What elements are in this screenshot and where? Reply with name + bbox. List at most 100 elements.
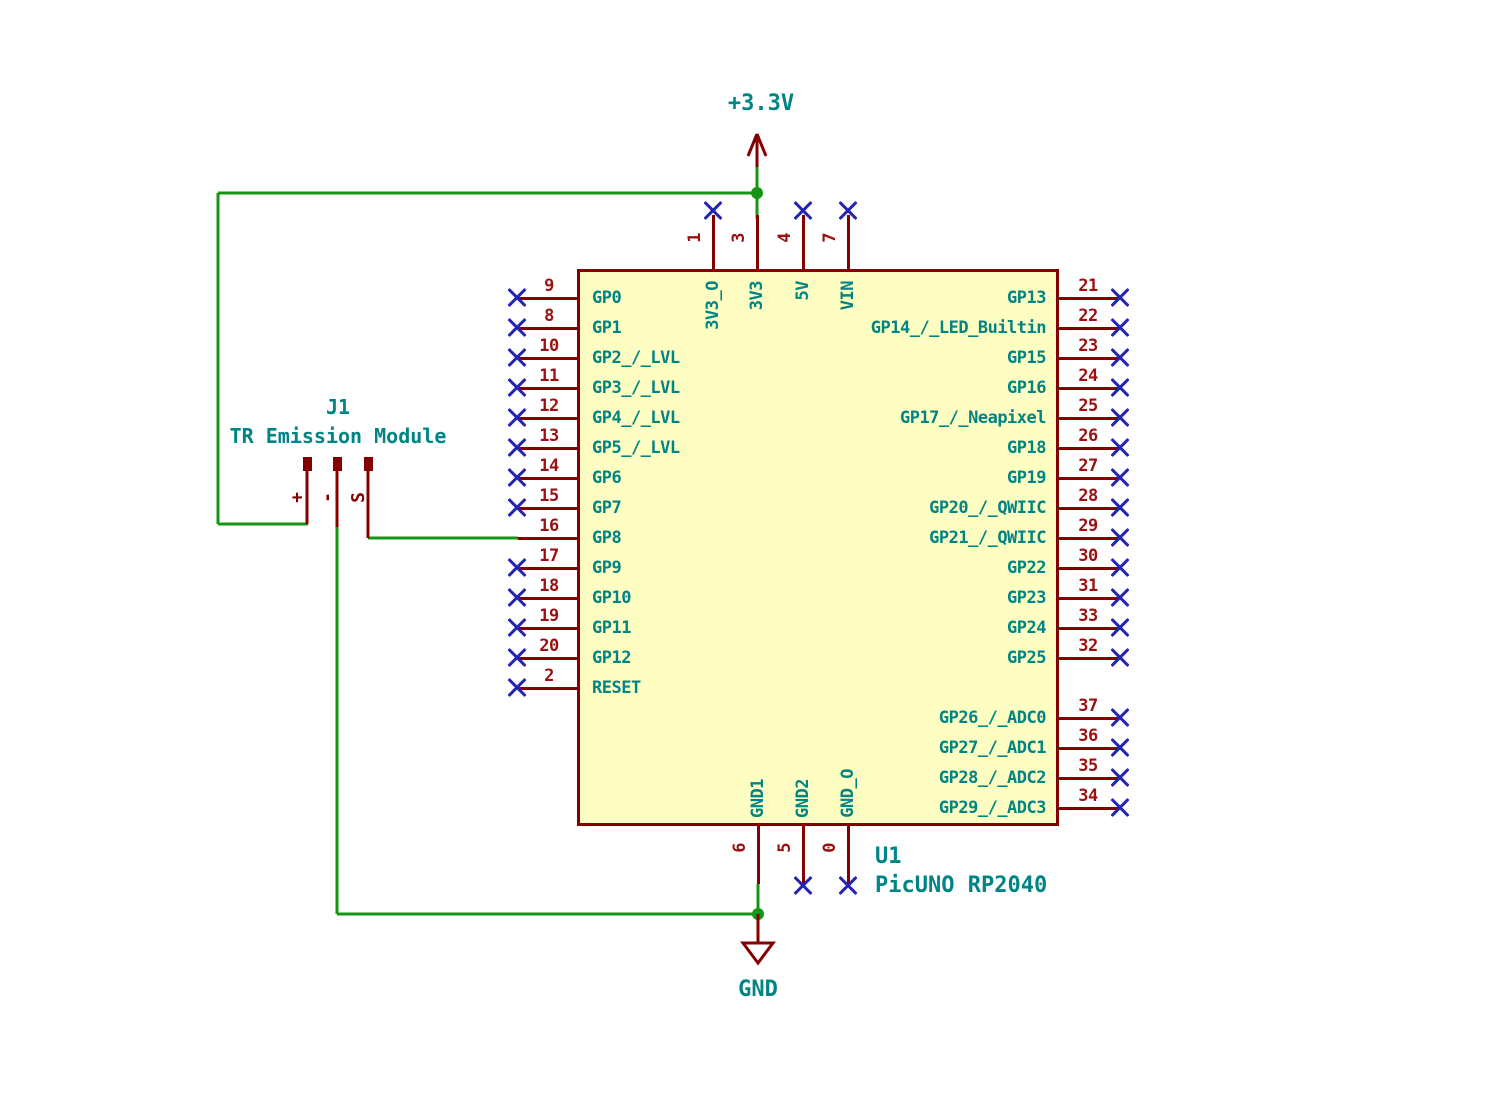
pin-stub[interactable] [518, 567, 578, 570]
ic-body[interactable] [577, 269, 1059, 826]
pin-name[interactable]: GP24 [1007, 618, 1046, 638]
pin-name[interactable]: GP8 [592, 528, 622, 548]
pin-stub[interactable] [1058, 627, 1118, 630]
pin-name[interactable]: GND1 [748, 779, 768, 818]
pin-name[interactable]: GP11 [592, 618, 631, 638]
pin-name[interactable]: 3V3 [747, 281, 767, 311]
connector-ref[interactable]: J1 [325, 395, 351, 419]
pin-stub[interactable] [847, 826, 850, 884]
pin-name[interactable]: 5V [793, 281, 813, 301]
pin-name[interactable]: GP26_/_ADC0 [938, 708, 1047, 728]
pin-name[interactable]: GND_O [838, 769, 858, 818]
pin-number: 7 [820, 233, 840, 243]
pin-name[interactable]: GP28_/_ADC2 [938, 768, 1047, 788]
pin-stub[interactable] [1058, 777, 1118, 780]
pin-name[interactable]: GP20_/_QWIIC [929, 498, 1046, 518]
pin-number: 31 [1078, 576, 1098, 596]
pin-name[interactable]: RESET [592, 678, 641, 698]
pin-name[interactable]: GP2_/_LVL [592, 348, 680, 368]
pin-name[interactable]: GP12 [592, 648, 631, 668]
pin-stub[interactable] [518, 687, 578, 690]
gnd-symbol[interactable] [740, 914, 776, 966]
pin-name[interactable]: GP10 [592, 588, 631, 608]
ic-value[interactable]: PicUNO RP2040 [875, 873, 1048, 898]
pin-name[interactable]: GP4_/_LVL [592, 408, 680, 428]
connector-value[interactable]: TR Emission Module [229, 424, 447, 448]
pin-stub[interactable] [1058, 387, 1118, 390]
pin-name[interactable]: GP23 [1007, 588, 1046, 608]
pin-name[interactable]: GP6 [592, 468, 622, 488]
no-connect-icon[interactable] [838, 201, 858, 221]
gnd-label: GND [738, 977, 778, 1002]
pin-stub[interactable] [518, 387, 578, 390]
pin-stub[interactable] [518, 597, 578, 600]
pin-stub[interactable] [1058, 717, 1118, 720]
connector-pin-label: - [317, 492, 338, 503]
pin-stub[interactable] [518, 477, 578, 480]
pin-stub[interactable] [518, 417, 578, 420]
pin-stub[interactable] [518, 357, 578, 360]
pin-stub[interactable] [802, 826, 805, 884]
connector-pins[interactable] [303, 457, 373, 538]
pin-stub[interactable] [1058, 477, 1118, 480]
pin-stub[interactable] [1058, 537, 1118, 540]
pin-stub[interactable] [1058, 807, 1118, 810]
pin-stub[interactable] [518, 447, 578, 450]
pin-stub[interactable] [1058, 597, 1118, 600]
pin-stub[interactable] [518, 297, 578, 300]
pin-stub[interactable] [1058, 747, 1118, 750]
ic-ref[interactable]: U1 [875, 844, 902, 869]
pin-name[interactable]: GP19 [1007, 468, 1046, 488]
pin-stub[interactable] [518, 627, 578, 630]
pin-stub[interactable] [518, 507, 578, 510]
pin-name[interactable]: GP5_/_LVL [592, 438, 680, 458]
pin-number: 3 [729, 233, 749, 243]
pin-number: 16 [539, 516, 559, 536]
pin-name[interactable]: GP9 [592, 558, 622, 578]
pin-name[interactable]: GP21_/_QWIIC [929, 528, 1046, 548]
pin-stub[interactable] [518, 537, 578, 540]
pin-name[interactable]: GP3_/_LVL [592, 378, 680, 398]
pin-stub[interactable] [712, 215, 715, 270]
pin-stub[interactable] [1058, 327, 1118, 330]
pin-name[interactable]: GP1 [592, 318, 622, 338]
no-connect-icon[interactable] [793, 876, 813, 896]
pin-number: 4 [775, 233, 795, 243]
pin-stub[interactable] [1058, 567, 1118, 570]
pin-number: 6 [730, 843, 750, 853]
pin-name[interactable]: 3V3_O [703, 281, 723, 330]
pin-name[interactable]: GP18 [1007, 438, 1046, 458]
pin-name[interactable]: GP13 [1007, 288, 1046, 308]
pin-stub[interactable] [757, 826, 760, 884]
pin-name[interactable]: GP7 [592, 498, 622, 518]
pin-stub[interactable] [1058, 447, 1118, 450]
pin-name[interactable]: GP22 [1007, 558, 1046, 578]
pin-name[interactable]: GP29_/_ADC3 [938, 798, 1047, 818]
pin-name[interactable]: GP27_/_ADC1 [938, 738, 1047, 758]
power-33v-symbol[interactable] [746, 133, 768, 167]
pin-name[interactable]: GP16 [1007, 378, 1046, 398]
pin-name[interactable]: GND2 [793, 779, 813, 818]
pin-stub[interactable] [1058, 657, 1118, 660]
pin-name[interactable]: VIN [838, 281, 858, 311]
pin-stub[interactable] [518, 327, 578, 330]
pin-stub[interactable] [1058, 507, 1118, 510]
pin-name[interactable]: GP17_/_Neapixel [899, 408, 1047, 428]
pin-stub[interactable] [802, 215, 805, 270]
no-connect-icon[interactable] [793, 201, 813, 221]
pin-name[interactable]: GP0 [592, 288, 622, 308]
no-connect-icon[interactable] [703, 201, 723, 221]
pin-name[interactable]: GP15 [1007, 348, 1046, 368]
pin-stub[interactable] [1058, 417, 1118, 420]
pin-stub[interactable] [847, 215, 850, 270]
pin-stub[interactable] [1058, 357, 1118, 360]
pin-name[interactable]: GP14_/_LED_Builtin [870, 318, 1047, 338]
pin-stub[interactable] [1058, 297, 1118, 300]
pin-name[interactable]: GP25 [1007, 648, 1046, 668]
pin-stub[interactable] [756, 215, 759, 270]
pin-stub[interactable] [518, 657, 578, 660]
pin-number: 5 [775, 843, 795, 853]
no-connect-icon[interactable] [838, 876, 858, 896]
